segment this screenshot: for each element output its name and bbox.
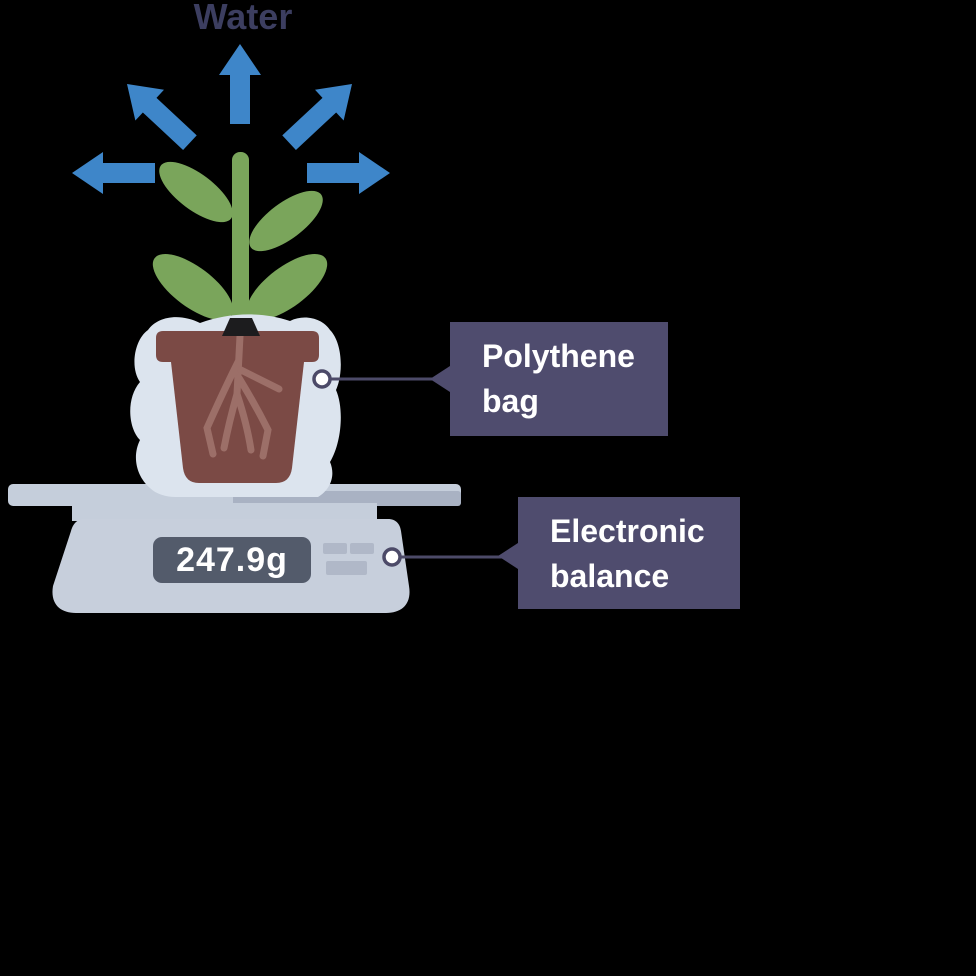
water-arrow-right-icon [307,152,390,194]
balance-button-2 [350,543,374,554]
balance-display-value: 247.9g [153,537,311,583]
balance-pedestal [72,503,377,521]
callout-pointer-icon [498,543,518,569]
plant-pot [156,318,319,483]
soil-plug [222,318,260,336]
plant-stem [232,152,249,340]
callout-connectors [312,369,512,567]
bag-connector-dot [312,369,332,389]
plant-leaf-lower-right [246,253,328,321]
plant-leaf-upper-left [159,161,233,223]
water-arrows [72,44,390,194]
balance-button-1 [323,543,347,554]
callout-polythene-bag-label: Polythene bag [482,338,635,419]
balance-connector-dot [382,547,402,567]
callout-polythene-bag: Polythene bag [430,322,668,436]
callout-electronic-balance: Electronic balance [498,497,740,609]
plant-leaf-upper-right [249,190,323,252]
balance-button-3 [326,561,367,575]
plant-roots [203,332,283,460]
water-arrow-up-icon [219,44,261,124]
callout-pointer-icon [430,366,450,392]
pot-body [171,362,304,483]
plant-leaf-lower-left [152,253,234,321]
water-arrow-up-right-icon [282,84,352,150]
water-arrow-left-icon [72,152,155,194]
callout-electronic-balance-label: Electronic balance [550,513,705,594]
plant [152,152,328,340]
water-label: Water [193,0,293,37]
water-arrow-up-left-icon [127,84,197,150]
